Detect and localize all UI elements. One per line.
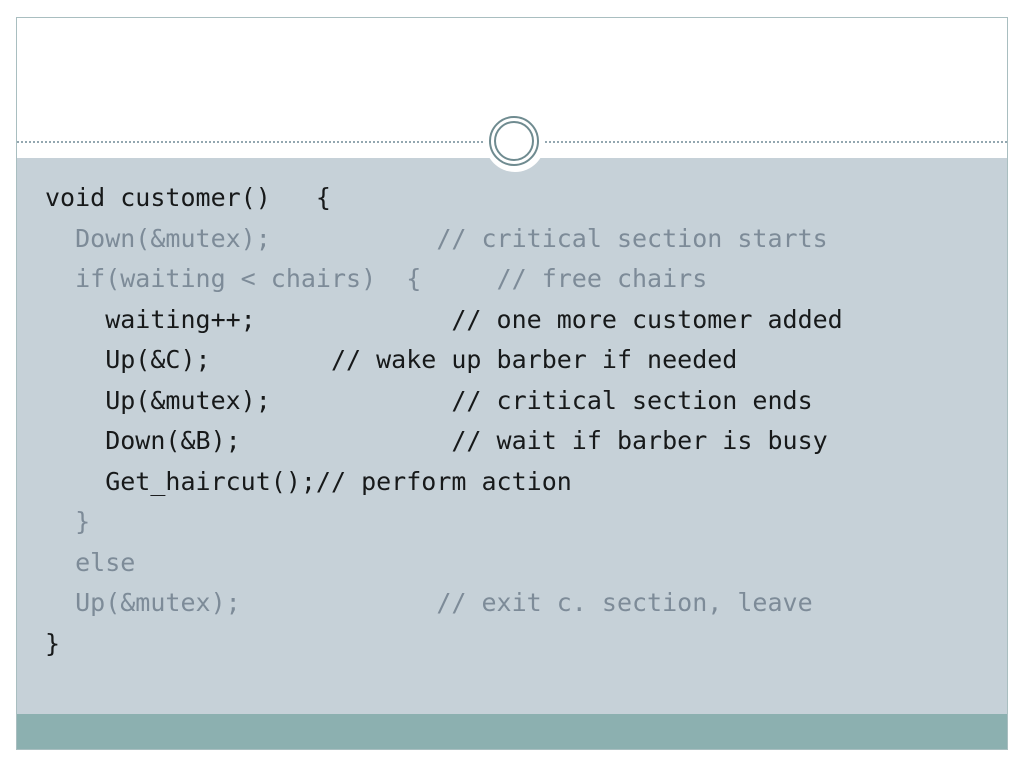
code-line-2: Down(&mutex); // critical section starts — [45, 223, 828, 253]
code-line-6: Up(&mutex); // critical section ends — [45, 385, 813, 415]
code-line-3: if(waiting < chairs) { // free chairs — [45, 264, 708, 293]
code-line-4: waiting++; // one more customer added — [45, 304, 843, 334]
code-line-10: else — [45, 547, 136, 577]
code-panel: void customer() { Down(&mutex); // criti… — [17, 158, 1007, 714]
double-circle-ornament-icon — [485, 112, 545, 172]
bottom-accent-bar — [17, 714, 1007, 749]
code-line-9: } — [45, 507, 91, 536]
code-line-11: Up(&mutex); // exit c. section, leave — [45, 588, 813, 617]
slide-canvas: void customer() { Down(&mutex); // criti… — [16, 17, 1008, 750]
code-line-8: Get_haircut();// perform action — [45, 466, 572, 496]
code-block: void customer() { Down(&mutex); // criti… — [45, 178, 843, 664]
code-line-7: Down(&B); // wait if barber is busy — [45, 426, 828, 455]
code-line-5: Up(&C); // wake up barber if needed — [45, 345, 738, 374]
ornament-ring-outer — [489, 116, 539, 166]
code-line-12: } — [45, 628, 61, 658]
code-line-1: void customer() { — [45, 183, 331, 212]
ornament-ring-inner — [494, 121, 534, 161]
